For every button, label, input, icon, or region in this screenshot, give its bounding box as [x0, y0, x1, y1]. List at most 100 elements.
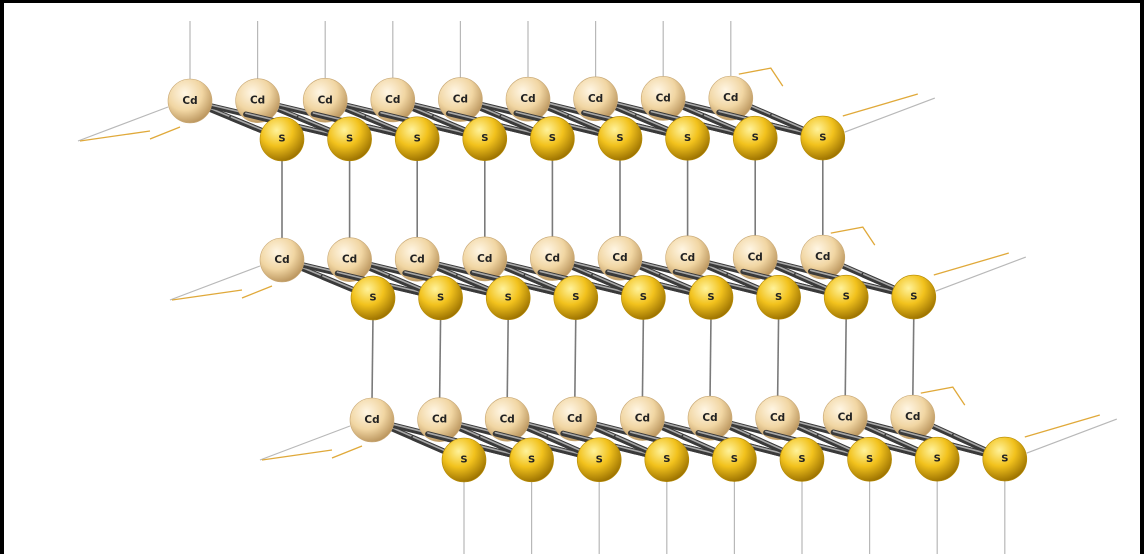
s-atom[interactable]: S	[553, 275, 599, 320]
cd-atom[interactable]: Cd	[530, 236, 575, 281]
cd-atom[interactable]: Cd	[822, 395, 868, 440]
cd-sphere	[755, 395, 800, 441]
s-atom[interactable]: S	[823, 274, 869, 320]
axis-line-right	[1026, 418, 1118, 454]
cd-atom-label: Cd	[342, 254, 357, 266]
s-sphere	[688, 275, 734, 320]
s-atom-label: S	[775, 292, 782, 303]
s-atom[interactable]: S	[800, 115, 846, 161]
s-atom[interactable]: S	[982, 436, 1028, 482]
s-atom[interactable]: S	[621, 275, 666, 320]
s-atom-label: S	[798, 454, 805, 465]
s-atom[interactable]: S	[462, 116, 508, 161]
cd-sphere	[394, 236, 440, 282]
cd-atom[interactable]: Cd	[573, 76, 618, 122]
interlayer-bond	[371, 315, 374, 403]
s-atom[interactable]: S	[712, 437, 757, 482]
cell-edge-left-short	[241, 285, 273, 299]
s-atom[interactable]: S	[509, 437, 554, 483]
cd-sphere	[484, 396, 530, 442]
s-atom-label: S	[414, 133, 421, 144]
cd-atom[interactable]: Cd	[505, 76, 551, 122]
cd-atom[interactable]: Cd	[370, 77, 416, 123]
s-atom[interactable]: S	[485, 275, 531, 321]
s-sphere	[665, 115, 710, 161]
s-atom-label: S	[346, 133, 353, 144]
s-atom[interactable]: S	[597, 116, 643, 161]
s-atom-label: S	[843, 292, 850, 303]
axis-line-left	[259, 425, 351, 461]
s-atom[interactable]: S	[779, 437, 825, 482]
s-atom-label: S	[616, 133, 623, 144]
s-atom[interactable]: S	[441, 437, 487, 483]
s-atom[interactable]: S	[327, 116, 372, 162]
cd-atom-label: Cd	[318, 94, 333, 106]
s-atom[interactable]: S	[688, 275, 734, 320]
cd-atom[interactable]: Cd	[484, 396, 530, 442]
s-atom[interactable]: S	[394, 116, 440, 162]
cd-atom-label: Cd	[545, 253, 560, 265]
cd-atom[interactable]: Cd	[687, 395, 733, 441]
s-atom[interactable]: S	[847, 436, 892, 482]
s-atom-label: S	[549, 133, 556, 144]
s-atom-label: S	[707, 292, 714, 303]
s-atom[interactable]: S	[644, 437, 690, 482]
cd-atom[interactable]: Cd	[302, 77, 348, 123]
s-atom[interactable]: S	[259, 116, 305, 162]
cd-atom-label: Cd	[410, 253, 425, 265]
cd-atom-label: Cd	[612, 252, 627, 264]
cd-atom[interactable]: Cd	[732, 235, 778, 280]
s-sphere	[418, 275, 463, 321]
s-atom[interactable]: S	[576, 437, 622, 483]
s-sphere	[509, 437, 554, 483]
cd-sphere	[708, 75, 754, 121]
cd-atom[interactable]: Cd	[665, 235, 710, 281]
s-sphere	[350, 275, 396, 321]
cd-atom[interactable]: Cd	[552, 396, 598, 442]
s-sphere	[530, 116, 575, 161]
cd-sphere	[620, 396, 665, 441]
cd-atom[interactable]: Cd	[417, 397, 462, 442]
s-sphere	[462, 116, 508, 161]
cd-atom[interactable]: Cd	[640, 76, 686, 121]
cd-atom[interactable]: Cd	[890, 394, 936, 440]
cd-atom[interactable]: Cd	[349, 397, 395, 443]
s-sphere	[441, 437, 487, 483]
cd-atom[interactable]: Cd	[394, 236, 440, 282]
cd-atom[interactable]: Cd	[755, 395, 800, 441]
cd-atom[interactable]: Cd	[327, 237, 372, 282]
cd-atom[interactable]: Cd	[438, 77, 483, 122]
cd-sphere	[665, 235, 710, 281]
s-atom[interactable]: S	[530, 116, 575, 161]
s-atom[interactable]: S	[350, 275, 396, 321]
s-sphere	[327, 116, 372, 162]
cd-atom[interactable]: Cd	[620, 396, 665, 441]
interlayer-bond	[709, 315, 712, 401]
s-atom[interactable]: S	[756, 274, 801, 320]
cd-sphere	[417, 397, 462, 442]
axis-line-right	[935, 256, 1027, 292]
s-atom[interactable]: S	[891, 274, 937, 320]
s-atom[interactable]: S	[732, 115, 778, 161]
cd-atom[interactable]: Cd	[462, 236, 508, 282]
cd-atom[interactable]: Cd	[800, 234, 846, 280]
cell-edge-left	[79, 130, 151, 142]
s-atom[interactable]: S	[914, 436, 960, 482]
s-atom[interactable]: S	[418, 275, 463, 321]
s-sphere	[756, 274, 801, 320]
s-sphere	[982, 436, 1028, 482]
s-atom-label: S	[369, 293, 376, 304]
cell-edge-left	[261, 449, 333, 461]
cd-sphere	[800, 234, 846, 280]
interlayer-bond	[844, 315, 847, 400]
cd-atom[interactable]: Cd	[597, 235, 643, 281]
cd-atom[interactable]: Cd	[259, 237, 305, 283]
cd-atom[interactable]: Cd	[708, 75, 754, 121]
cd-atom[interactable]: Cd	[167, 78, 213, 124]
s-atom[interactable]: S	[665, 115, 710, 161]
